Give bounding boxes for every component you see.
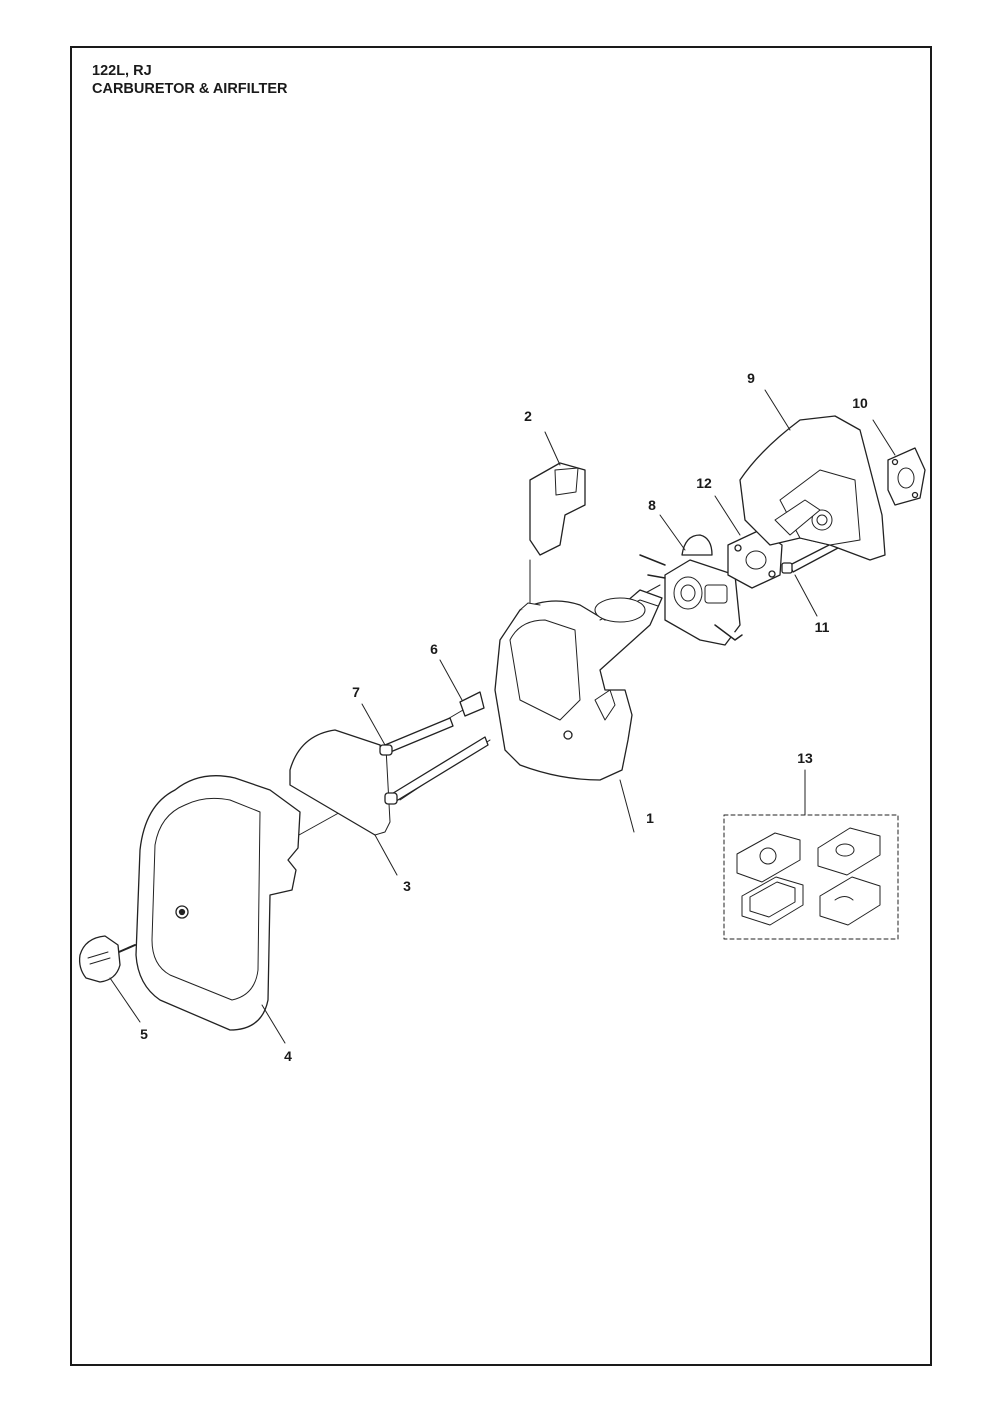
- callout-10: 10: [852, 395, 868, 411]
- carburetor-housing: [494, 589, 663, 781]
- callout-3: 3: [403, 878, 411, 894]
- page-frame: [70, 46, 932, 1366]
- carb-gasket: [727, 529, 783, 589]
- model-title: 122L, RJ: [92, 63, 152, 79]
- callout-7: 7: [352, 684, 360, 700]
- callout-5: 5: [140, 1026, 148, 1042]
- air-filter-cover: [135, 775, 301, 1031]
- long-bolt: [781, 541, 839, 574]
- callout-11: 11: [814, 619, 830, 635]
- knob-screw: [78, 935, 136, 983]
- callout-1: 1: [646, 810, 654, 826]
- callout-4: 4: [284, 1048, 292, 1064]
- carburetor: [639, 534, 743, 646]
- callout-13: 13: [797, 750, 813, 766]
- air-filter-element: [289, 729, 391, 836]
- screws-and-bushing: [379, 691, 489, 805]
- callout-8: 8: [648, 497, 656, 513]
- gasket-kit: [723, 814, 899, 940]
- callout-6: 6: [430, 641, 438, 657]
- flange-gasket: [887, 447, 926, 506]
- diagram-header: 122L, RJ CARBURETOR & AIRFILTER: [92, 62, 287, 98]
- choke-lever: [529, 462, 586, 556]
- callout-12: 12: [696, 475, 712, 491]
- callout-9: 9: [747, 370, 755, 386]
- section-title: CARBURETOR & AIRFILTER: [92, 81, 288, 97]
- callout-2: 2: [524, 408, 532, 424]
- callout-leader-lines: [109, 389, 896, 1044]
- intake-shield: [739, 415, 886, 561]
